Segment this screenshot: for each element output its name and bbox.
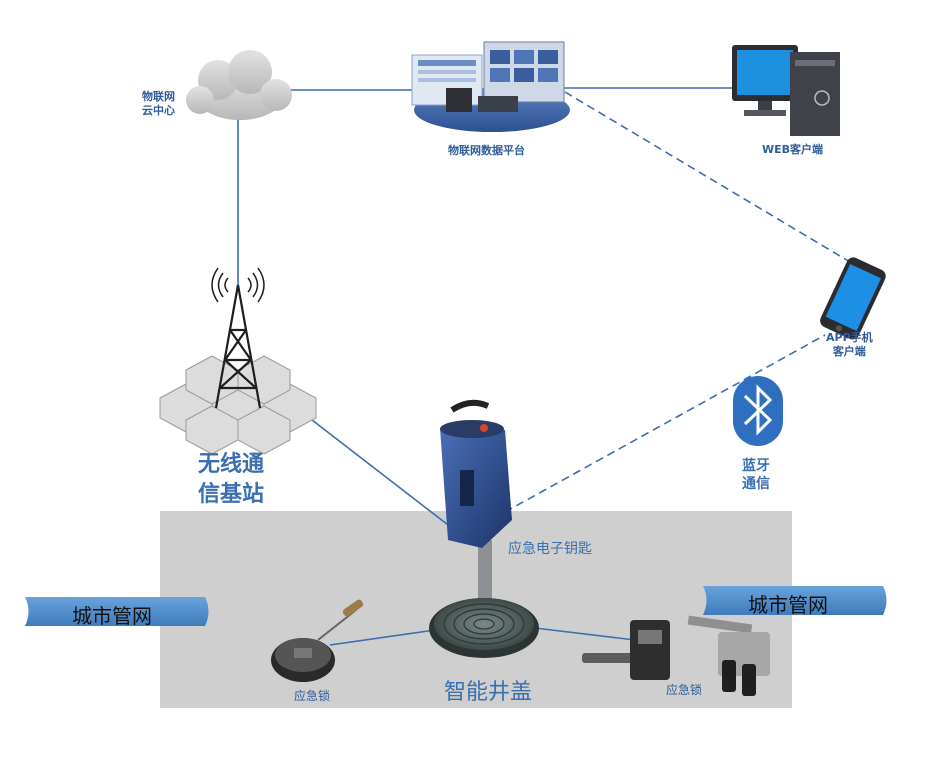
emergency-lock-left-label: 应急锁: [294, 689, 331, 703]
smart-cover-label: 智能井盖: [444, 680, 533, 705]
app-client-label-line1: APP手机: [826, 331, 873, 344]
city-network-banner-left: [25, 597, 209, 626]
computer-icon: [732, 45, 840, 136]
app-client-label: APP手机 客户端: [826, 331, 873, 359]
city-network-banner-right: [703, 586, 887, 615]
bluetooth-label-line1: 蓝牙: [742, 458, 770, 474]
iot-platform-label: 物联网数据平台: [448, 144, 525, 157]
iot-cloud-label-line2: 云中心: [142, 104, 175, 117]
bluetooth-label: 蓝牙 通信: [742, 457, 770, 493]
smartphone-icon: [820, 257, 886, 340]
bluetooth-icon: [733, 376, 783, 446]
city-network-right-label: 城市管网: [748, 593, 828, 617]
emergency-lock-left-icon: [271, 599, 364, 682]
city-network-left-label: 城市管网: [72, 604, 152, 628]
emergency-lock-right-icon: [582, 615, 770, 696]
base-station-label-line2: 信基站: [198, 482, 265, 507]
emergency-key-label: 应急电子钥匙: [508, 541, 592, 557]
emergency-lock-right-label: 应急锁: [666, 683, 703, 697]
manhole-cover-icon: [429, 598, 539, 658]
base-station-label: 无线通 信基站: [198, 450, 264, 510]
connection-lines: [237, 87, 740, 646]
wireless-dashed-lines: [504, 91, 851, 513]
web-client-label: WEB客户端: [762, 143, 824, 156]
bluetooth-label-line2: 通信: [742, 476, 770, 492]
iot-cloud-label-line1: 物联网: [142, 90, 175, 103]
electronic-key-icon: [440, 399, 512, 600]
data-platform-icon: [411, 41, 570, 132]
cloud-icon: [186, 50, 292, 120]
base-station-label-line1: 无线通: [198, 452, 265, 477]
app-client-label-line2: 客户端: [832, 345, 866, 358]
tower-icon: [159, 267, 317, 455]
iot-cloud-label: 物联网 云中心: [142, 90, 175, 118]
